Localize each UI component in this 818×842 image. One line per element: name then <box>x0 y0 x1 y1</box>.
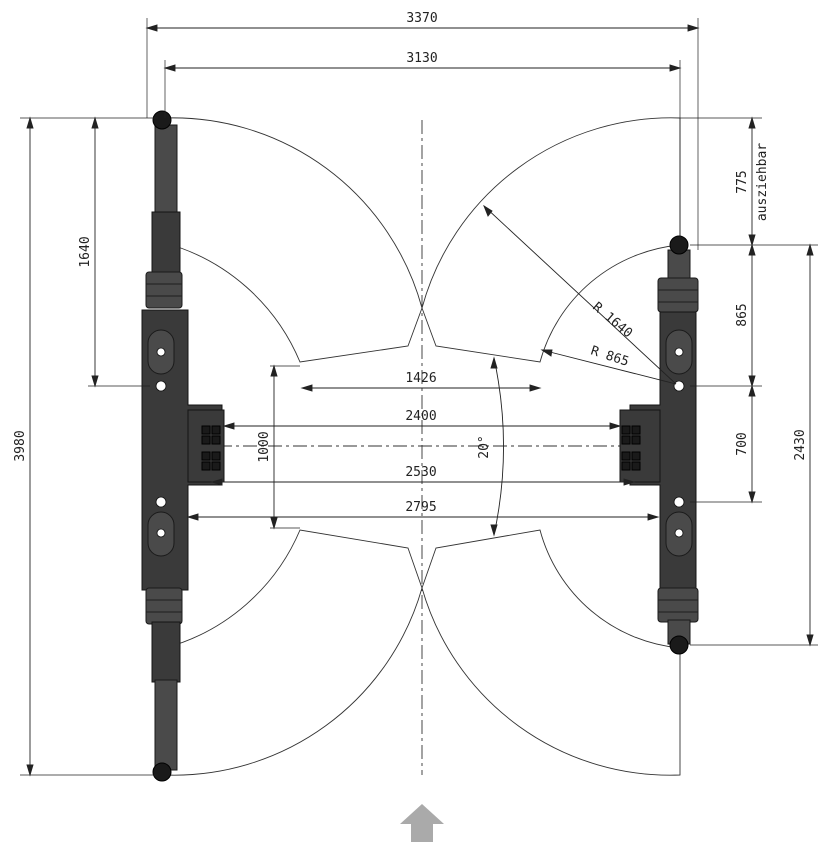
dim-3980: 3980 <box>13 430 28 461</box>
dim-2430: 2430 <box>793 429 808 460</box>
dim-775: 775 <box>735 170 750 193</box>
lifting-pad-icon <box>619 409 661 483</box>
swing-area-top-left <box>164 117 423 363</box>
dim-1640: 1640 <box>78 236 93 267</box>
dim-3130: 3130 <box>406 51 437 66</box>
left-lift-column <box>141 110 225 782</box>
dim-2530: 2530 <box>405 465 436 480</box>
drive-direction-arrow-icon <box>400 804 444 842</box>
dim-2400: 2400 <box>405 409 436 424</box>
swing-area-bottom-right <box>421 529 681 776</box>
dim-1000: 1000 <box>257 431 272 462</box>
right-lift-column <box>619 235 699 655</box>
lifting-pad-icon <box>187 409 225 483</box>
dim-ausziehbar: ausziehbar <box>755 143 770 221</box>
extension-lines <box>20 18 818 776</box>
dim-2795: 2795 <box>405 500 436 515</box>
swing-area-bottom-left <box>164 529 423 776</box>
swing-areas <box>164 117 681 776</box>
dim-865: 865 <box>735 303 750 326</box>
dim-1426: 1426 <box>405 371 436 386</box>
dim-700: 700 <box>735 432 750 455</box>
dim-radius-865: R 865 <box>589 344 631 370</box>
dim-radius-1640: R 1640 <box>589 300 635 342</box>
dimension-lines <box>26 24 814 777</box>
swing-area-top-right <box>421 117 681 363</box>
dim-angle-20: 20° <box>477 435 492 458</box>
dim-3370: 3370 <box>406 11 437 26</box>
